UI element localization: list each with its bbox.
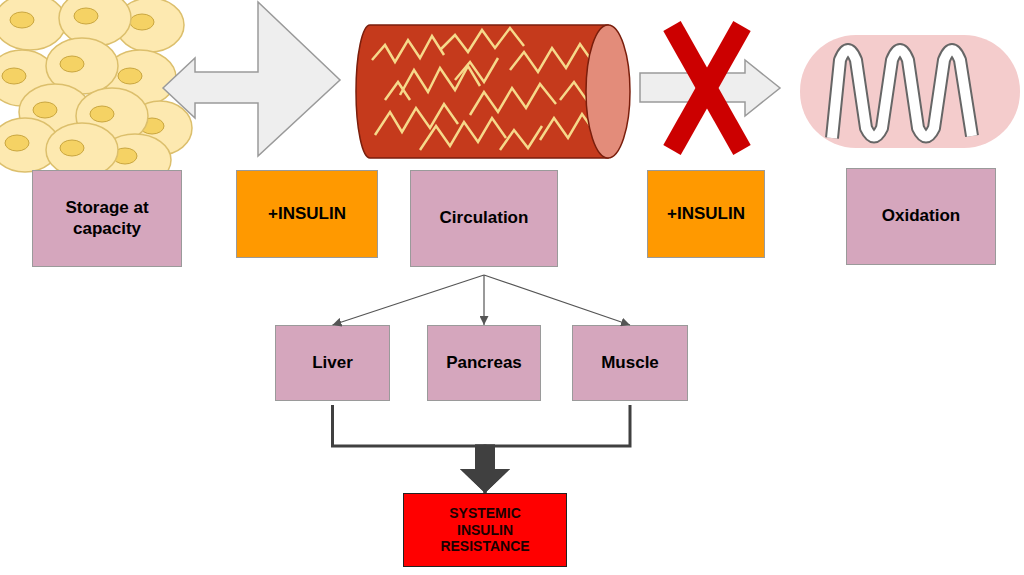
thick-arrow-shaft: [475, 445, 495, 472]
connector-group: [333, 275, 485, 325]
cell-nucleus: [90, 106, 114, 122]
fatty-acid: [510, 44, 594, 72]
cristae: [832, 50, 972, 138]
organ-box: Muscle: [572, 325, 688, 401]
box-label: Pancreas: [446, 353, 522, 373]
mitochondrion: [800, 35, 1020, 148]
blood-vessel: [356, 25, 630, 158]
bracket-connector: [333, 405, 486, 493]
fat-cells: [0, 0, 192, 186]
oxidation-box: Oxidation: [846, 168, 996, 265]
insulin-box: +INSULIN: [647, 170, 765, 258]
fatty-acid: [400, 66, 480, 95]
outcome-box: SYSTEMIC INSULIN RESISTANCE: [403, 493, 567, 567]
box-label: +INSULIN: [667, 204, 745, 224]
cell-nucleus: [2, 68, 26, 84]
connector-group: [485, 405, 630, 493]
organ-box: Liver: [275, 325, 390, 401]
cell-nucleus: [60, 140, 84, 156]
mitochondrion-body: [800, 35, 1020, 148]
vessel-body: [356, 25, 608, 158]
fatty-acid: [500, 126, 542, 150]
fatty-acid: [372, 36, 444, 62]
fatty-acids: [372, 28, 606, 150]
cell-nucleus: [10, 12, 34, 28]
fat-cell: [46, 123, 118, 177]
fatty-acid: [375, 104, 458, 135]
box-label: +INSULIN: [268, 204, 346, 224]
box-label: Oxidation: [882, 206, 960, 226]
box-label: Storage at capacity: [43, 198, 171, 239]
arrow-connector: [483, 275, 484, 325]
fat-cell: [0, 0, 66, 50]
fatty-acid: [420, 118, 506, 150]
vessel-end: [586, 25, 630, 158]
box-label: Muscle: [601, 353, 659, 373]
box-label: Liver: [312, 353, 353, 373]
bracket-connector: [485, 405, 630, 493]
cross-stroke: [672, 26, 742, 150]
box-label: Circulation: [440, 208, 529, 228]
fatty-acid: [470, 84, 556, 115]
fatty-acid: [455, 58, 498, 82]
double-block-arrow: [163, 2, 340, 156]
circulation-box: Circulation: [410, 170, 558, 267]
connector-group: [484, 275, 485, 325]
blocked-cross: [672, 26, 742, 150]
cell-nucleus: [33, 102, 57, 118]
cell-nucleus: [118, 68, 142, 84]
arrow-connector: [333, 275, 485, 325]
cristae-outline: [832, 50, 972, 138]
fatty-acid: [385, 82, 410, 100]
cell-nucleus: [130, 14, 154, 30]
arrow-connector: [484, 275, 630, 325]
organ-box: Pancreas: [427, 325, 541, 401]
storage-box: Storage at capacity: [32, 170, 182, 267]
fatty-acid: [440, 28, 524, 52]
cell-nucleus: [60, 56, 84, 72]
connector-group: [333, 405, 486, 493]
connector-group: [484, 275, 630, 325]
box-label: SYSTEMIC INSULIN RESISTANCE: [435, 505, 535, 555]
insulin-box: +INSULIN: [236, 170, 378, 258]
cell-nucleus: [5, 135, 29, 151]
cross-stroke: [672, 26, 742, 150]
cell-nucleus: [74, 8, 98, 24]
thick-arrow-shaft: [475, 445, 495, 472]
